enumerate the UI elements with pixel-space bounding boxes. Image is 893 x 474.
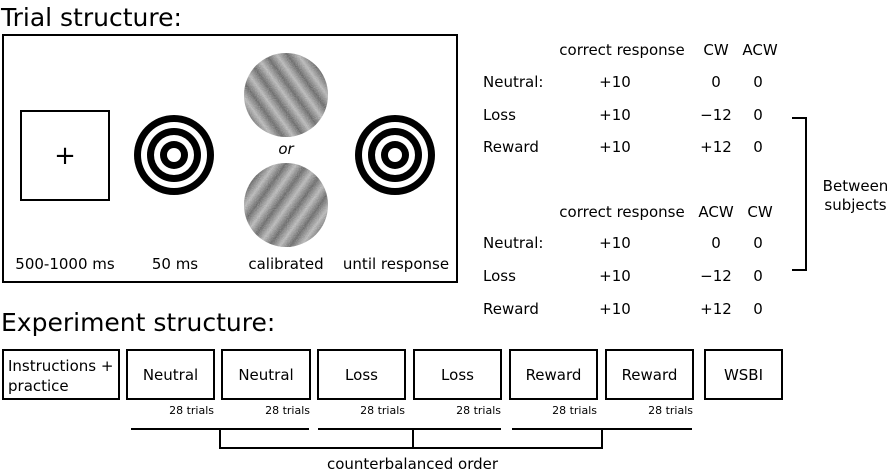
block-wsbi: WSBI	[704, 349, 783, 400]
block-neutral-1: Neutral	[126, 349, 215, 400]
row-label: Neutral:	[483, 234, 544, 252]
fixation-screen: +	[20, 110, 110, 201]
row-col1: −12	[700, 267, 732, 285]
duration-grating: calibrated	[248, 255, 324, 273]
block-loss-1: Loss	[317, 349, 406, 400]
table-header-col1: CW	[703, 41, 729, 59]
trial-structure-title: Trial structure:	[1, 3, 182, 32]
grating-clockwise	[244, 53, 328, 137]
or-label: or	[278, 140, 294, 158]
instructions-line-2: practice	[8, 377, 69, 395]
block-label: Reward	[621, 365, 678, 384]
instructions-block: Instructions + practice	[2, 349, 120, 400]
table-header-correct: correct response	[559, 203, 685, 221]
trial-count: 28 trials	[648, 404, 693, 417]
block-label: WSBI	[723, 365, 764, 384]
target-circles-second	[355, 115, 435, 195]
table-header-col2: ACW	[742, 41, 778, 59]
row-label: Reward	[483, 300, 539, 318]
counterbalance-bracket	[131, 428, 692, 449]
row-col2: 0	[753, 267, 763, 285]
trial-count: 28 trials	[360, 404, 405, 417]
block-neutral-2: Neutral	[221, 349, 311, 400]
row-col2: 0	[753, 73, 763, 91]
duration-fixation: 500-1000 ms	[15, 255, 115, 273]
row-correct: +10	[599, 106, 631, 124]
trial-count: 28 trials	[169, 404, 214, 417]
trial-panel	[2, 34, 458, 283]
block-label: Loss	[441, 365, 474, 384]
trial-count: 28 trials	[265, 404, 310, 417]
row-col1: 0	[711, 234, 721, 252]
duration-response: until response	[342, 255, 450, 273]
row-label: Loss	[483, 267, 516, 285]
block-reward-1: Reward	[509, 349, 598, 400]
row-col2: 0	[753, 106, 763, 124]
instructions-line-1: Instructions +	[8, 357, 114, 375]
table-header-col2: CW	[747, 203, 773, 221]
row-label: Neutral:	[483, 73, 544, 91]
row-correct: +10	[599, 267, 631, 285]
trial-count: 28 trials	[552, 404, 597, 417]
fixation-cross: +	[54, 140, 76, 171]
block-label: Neutral	[142, 365, 199, 384]
row-col2: 0	[753, 300, 763, 318]
table-header-correct: correct response	[559, 41, 685, 59]
between-subjects-label-2: subjects	[824, 196, 887, 214]
counterbalanced-order-label: counterbalanced order	[326, 455, 499, 473]
row-correct: +10	[599, 73, 631, 91]
between-subjects-label-1: Between	[822, 177, 889, 195]
row-correct: +10	[599, 138, 631, 156]
row-col1: −12	[700, 106, 732, 124]
block-label: Neutral	[238, 365, 294, 384]
table-header-col1: ACW	[698, 203, 734, 221]
row-correct: +10	[599, 234, 631, 252]
grating-anticlockwise	[244, 163, 328, 247]
row-label: Reward	[483, 138, 539, 156]
block-reward-2: Reward	[605, 349, 694, 400]
row-correct: +10	[599, 300, 631, 318]
row-col1: +12	[700, 300, 732, 318]
row-label: Loss	[483, 106, 516, 124]
duration-target: 50 ms	[151, 255, 199, 273]
row-col1: 0	[711, 73, 721, 91]
row-col1: +12	[700, 138, 732, 156]
block-label: Reward	[525, 365, 582, 384]
row-col2: 0	[753, 138, 763, 156]
between-subjects-bracket	[792, 117, 807, 271]
target-circles-first	[134, 115, 214, 195]
trial-count: 28 trials	[456, 404, 501, 417]
row-col2: 0	[753, 234, 763, 252]
block-loss-2: Loss	[413, 349, 502, 400]
block-label: Loss	[345, 365, 378, 384]
experiment-structure-title: Experiment structure:	[1, 308, 276, 337]
